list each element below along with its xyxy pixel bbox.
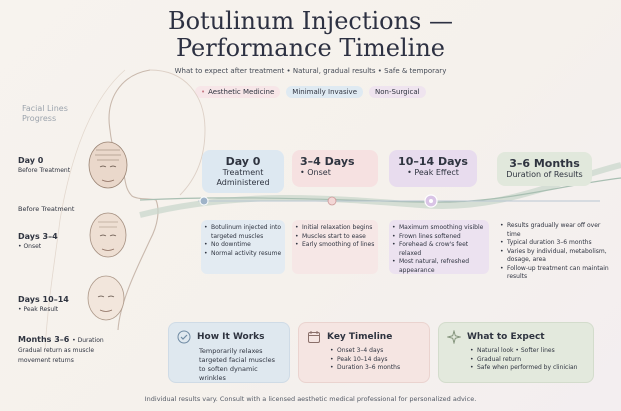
stage-details-months36: Results gradually wear off over time Typ… <box>497 220 609 280</box>
list-item: Most natural, refreshed appearance <box>392 258 489 275</box>
how-it-works-card: How It Works Temporarily relaxes targete… <box>168 322 290 383</box>
how-it-works-title: How It Works <box>197 332 265 342</box>
stage-card-day1014: 10–14 Days • Peak Effect <box>389 150 477 187</box>
check-circle-icon <box>177 330 191 344</box>
list-item: Follow-up treatment can maintain results <box>500 265 609 282</box>
how-it-works-text: Temporarily relaxes targeted facial musc… <box>199 347 276 382</box>
calendar-icon <box>308 331 320 343</box>
page-subtitle: What to expect after treatment • Natural… <box>174 67 447 75</box>
timeline-marker-day34 <box>327 196 337 206</box>
list-item: Initial relaxation begins <box>295 224 378 233</box>
key-timeline-title: Key Timeline <box>327 332 393 342</box>
tag-aesthetic: •Aesthetic Medicine <box>195 86 281 98</box>
facial-lines-label: Facial Lines Progress <box>22 104 68 123</box>
hair-flow-line <box>44 69 126 351</box>
profile-line <box>108 69 159 331</box>
hair-line <box>149 69 206 196</box>
label-months36: Months 3–6 • Duration Gradual return as … <box>18 335 104 364</box>
wave-line <box>139 177 621 203</box>
key-timeline-card: Key Timeline Onset 3–4 days Peak 10–14 d… <box>298 322 430 383</box>
list-item: Onset 3–4 days <box>330 347 421 356</box>
face-day0 <box>88 141 128 189</box>
stage-card-day34: 3–4 Days • Onset <box>292 150 378 187</box>
list-item: Peak 10–14 days <box>330 356 421 365</box>
list-item: Maximum smoothing visible <box>392 224 489 233</box>
stage-details-day0: Botulinum injected into targeted muscles… <box>201 220 285 274</box>
tag-list: •Aesthetic Medicine Minimally Invasive N… <box>195 86 455 98</box>
stage-card-months36: 3–6 Months Duration of Results <box>497 152 592 186</box>
face-day34 <box>89 212 127 258</box>
face-day1014 <box>87 275 125 321</box>
tag-non-surgical: Non-Surgical <box>369 86 426 98</box>
label-day0: Day 0 Before Treatment <box>18 156 71 174</box>
stage-details-day34: Initial relaxation begins Muscles start … <box>292 220 378 274</box>
what-to-expect-title: What to Expect <box>467 332 545 342</box>
list-item: Muscles start to ease <box>295 233 378 242</box>
list-item: Normal activity resume <box>204 250 285 259</box>
tag-minimally-invasive: Minimally Invasive <box>286 86 364 98</box>
list-item: Varies by individual, metabolism, dosage… <box>500 248 609 265</box>
list-item: Botulinum injected into targeted muscles <box>204 224 285 241</box>
stage-details-day1014: Maximum smoothing visible Frown lines so… <box>389 220 489 274</box>
list-item: Natural look • Softer lines <box>470 347 585 356</box>
page-title-line2: Performance Timeline <box>175 34 445 62</box>
list-item: Frown lines softened <box>392 233 489 242</box>
sparkle-icon <box>447 330 461 344</box>
list-item: Duration 3–6 months <box>330 364 421 373</box>
what-to-expect-card: What to Expect Natural look • Softer lin… <box>438 322 594 383</box>
list-item: Safe when performed by clinician <box>470 364 585 373</box>
list-item: Typical duration 3–6 months <box>500 239 609 248</box>
stage-card-day0: Day 0 Treatment Administered <box>202 150 284 193</box>
list-item: Results gradually wear off over time <box>500 222 609 239</box>
list-item: Forehead & crow's feet relaxed <box>392 241 489 258</box>
list-item: No downtime <box>204 241 285 250</box>
page-title-line1: Botulinum Injections — <box>167 7 454 35</box>
timeline-marker-day0 <box>199 196 209 206</box>
list-item: Gradual return <box>470 356 585 365</box>
list-item: Early smoothing of lines <box>295 241 378 250</box>
label-days34: Days 3–4 • Onset <box>18 232 58 250</box>
disclaimer-footer: Individual results vary. Consult with a … <box>144 395 477 403</box>
label-days1014: Days 10–14 • Peak Result <box>18 295 69 313</box>
label-before-treatment: Before Treatment <box>18 205 75 213</box>
